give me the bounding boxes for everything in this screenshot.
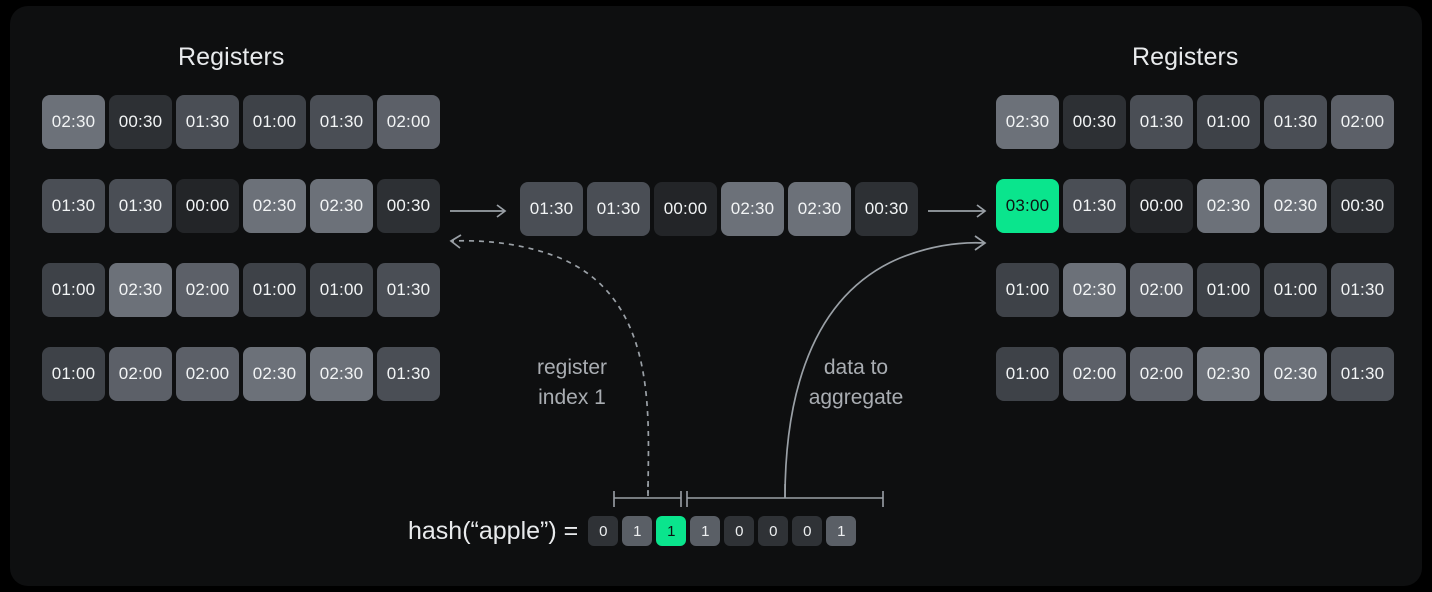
register-cell: 02:30 — [1264, 347, 1327, 401]
register-cell: 00:30 — [109, 95, 172, 149]
register-cell: 00:00 — [1130, 179, 1193, 233]
register-cell: 01:00 — [42, 347, 105, 401]
hash-bit: 1 — [826, 516, 857, 546]
register-cell: 02:30 — [1264, 179, 1327, 233]
register-cell: 03:00 — [996, 179, 1059, 233]
register-cell: 00:00 — [176, 179, 239, 233]
register-cell: 02:00 — [176, 263, 239, 317]
hash-bit: 1 — [622, 516, 653, 546]
register-cell: 01:30 — [1264, 95, 1327, 149]
register-cell: 01:00 — [1197, 95, 1260, 149]
data-to-aggregate-annotation: data to aggregate — [782, 353, 930, 413]
left-registers-title: Registers — [178, 43, 285, 71]
data-to-aggregate-line-2: aggregate — [808, 386, 904, 409]
register-cell: 01:00 — [310, 263, 373, 317]
register-cell: 01:00 — [996, 347, 1059, 401]
register-cell: 01:00 — [243, 263, 306, 317]
hash-bit: 0 — [588, 516, 619, 546]
register-cell: 01:30 — [1331, 263, 1394, 317]
data-to-aggregate-line-1: data to — [823, 356, 889, 379]
register-cell: 02:30 — [310, 347, 373, 401]
register-cell: 00:30 — [855, 182, 918, 236]
hash-bit: 0 — [724, 516, 755, 546]
register-cell: 02:30 — [42, 95, 105, 149]
register-cell: 01:30 — [520, 182, 583, 236]
register-cell: 00:30 — [1331, 179, 1394, 233]
register-cell: 01:00 — [243, 95, 306, 149]
register-cell: 02:30 — [243, 179, 306, 233]
register-cell: 02:30 — [788, 182, 851, 236]
register-cell: 01:30 — [1331, 347, 1394, 401]
register-cell: 02:00 — [1331, 95, 1394, 149]
register-cell: 02:30 — [721, 182, 784, 236]
register-cell: 02:00 — [1063, 347, 1126, 401]
hash-bit: 0 — [792, 516, 823, 546]
register-cell: 02:30 — [310, 179, 373, 233]
register-cell: 02:30 — [243, 347, 306, 401]
register-cell: 02:30 — [1197, 347, 1260, 401]
register-cell: 00:30 — [377, 179, 440, 233]
register-cell: 01:30 — [1063, 179, 1126, 233]
register-cell: 01:30 — [42, 179, 105, 233]
register-cell: 02:00 — [377, 95, 440, 149]
register-cell: 01:00 — [996, 263, 1059, 317]
register-cell: 01:30 — [310, 95, 373, 149]
register-cell: 01:30 — [377, 263, 440, 317]
register-cell: 01:30 — [1130, 95, 1193, 149]
hash-bit: 0 — [758, 516, 789, 546]
hash-bit: 1 — [656, 516, 687, 546]
hash-label: hash(“apple”) = — [408, 516, 579, 545]
register-cell: 02:30 — [1197, 179, 1260, 233]
right-registers-title: Registers — [1132, 43, 1239, 71]
register-cell: 01:00 — [1264, 263, 1327, 317]
register-cell: 01:30 — [377, 347, 440, 401]
register-index-line-2: index 1 — [538, 386, 606, 409]
register-cell: 01:00 — [1197, 263, 1260, 317]
register-index-annotation: register index 1 — [498, 353, 646, 413]
register-cell: 01:30 — [587, 182, 650, 236]
register-cell: 02:00 — [109, 347, 172, 401]
register-index-line-1: register — [536, 356, 608, 379]
register-cell: 02:00 — [1130, 347, 1193, 401]
register-cell: 01:00 — [42, 263, 105, 317]
register-cell: 02:30 — [996, 95, 1059, 149]
register-cell: 01:30 — [176, 95, 239, 149]
register-cell: 02:30 — [109, 263, 172, 317]
hash-bit: 1 — [690, 516, 721, 546]
register-cell: 02:00 — [176, 347, 239, 401]
register-cell: 02:30 — [1063, 263, 1126, 317]
register-cell: 02:00 — [1130, 263, 1193, 317]
register-cell: 01:30 — [109, 179, 172, 233]
register-cell: 00:00 — [654, 182, 717, 236]
register-cell: 00:30 — [1063, 95, 1126, 149]
